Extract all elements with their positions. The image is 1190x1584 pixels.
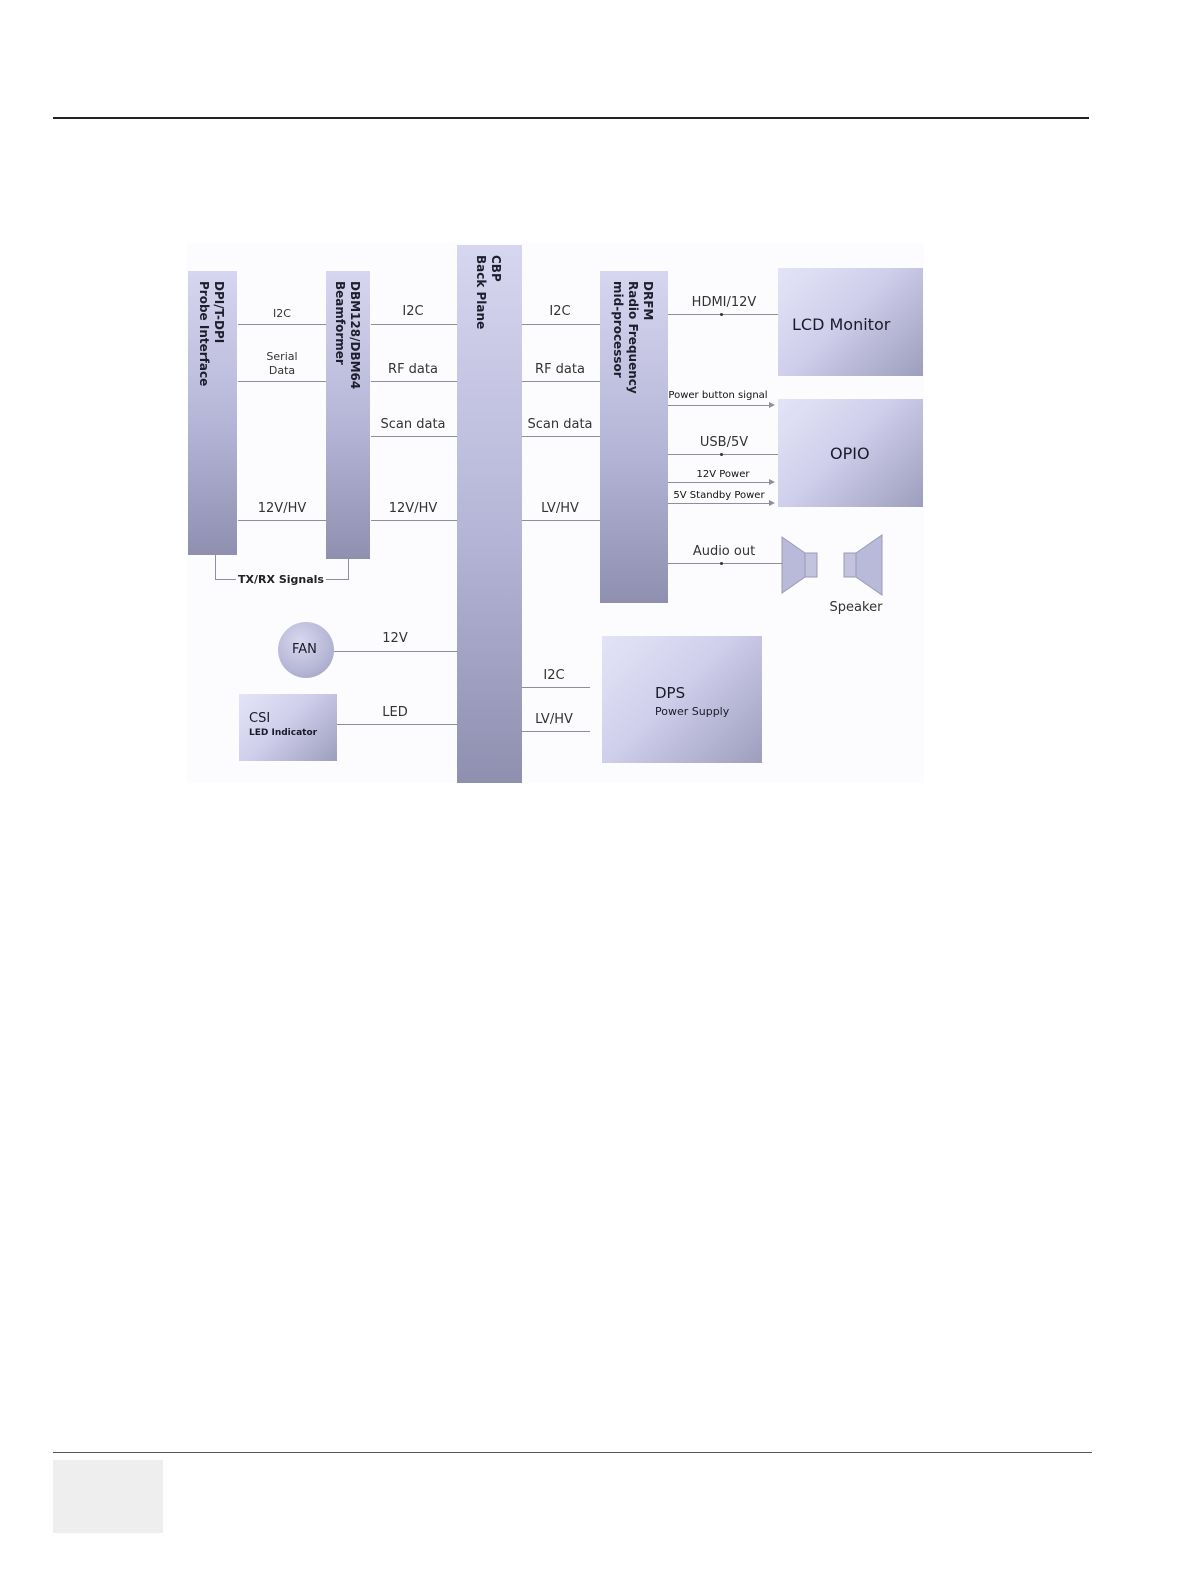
audio-line bbox=[668, 563, 782, 564]
opio-label: OPIO bbox=[830, 444, 870, 463]
hdmi-dot bbox=[720, 313, 723, 316]
led-line bbox=[337, 724, 457, 725]
footer-rule bbox=[53, 1452, 1092, 1453]
left-speaker-box bbox=[804, 552, 818, 578]
csi-sub-label: LED Indicator bbox=[249, 728, 318, 738]
hdmi-label: HDMI/12V bbox=[691, 295, 757, 310]
dbm-block-label: DBM128/DBM64 Beamformer bbox=[332, 281, 362, 389]
dbm-cbp-scan-line bbox=[371, 436, 457, 437]
dpi-dbm-serial-label-1: Serial bbox=[266, 350, 298, 363]
dbm-cbp-rf-label: RF data bbox=[388, 362, 438, 377]
drfm-block-label: DRFM Radio Frequency mid-processor bbox=[610, 281, 655, 394]
fan-power-label: 12V bbox=[382, 631, 408, 646]
footer-tab bbox=[53, 1460, 163, 1533]
usb-label: USB/5V bbox=[699, 435, 749, 450]
speaker-label: Speaker bbox=[829, 600, 883, 615]
power-button-arrow bbox=[769, 402, 775, 408]
speaker-icons bbox=[781, 534, 883, 596]
cbp-drfm-i2c-label: I2C bbox=[549, 304, 571, 319]
usb-line bbox=[668, 454, 778, 455]
fan-power-line bbox=[334, 651, 457, 652]
system-block-diagram: DPI/T-DPI Probe Interface DBM128/DBM64 B… bbox=[187, 243, 924, 783]
header-rule bbox=[53, 117, 1089, 119]
dpi-dbm-serial-label-2: Data bbox=[268, 364, 296, 377]
cbp-drfm-power-line bbox=[522, 520, 600, 521]
cbp-drfm-scan-line bbox=[522, 436, 600, 437]
dbm-name: DBM128/DBM64 bbox=[348, 281, 362, 390]
dpi-dbm-power-line bbox=[238, 520, 326, 521]
dps-label: DPS bbox=[655, 684, 686, 702]
drfm-sub-1: Radio Frequency bbox=[626, 281, 640, 394]
dps-power-supply-block: DPS Power Supply bbox=[602, 636, 762, 763]
dbm-cbp-i2c-line bbox=[371, 324, 457, 325]
cbp-back-plane-block: CBP Back Plane bbox=[457, 245, 522, 783]
cbp-drfm-scan-label: Scan data bbox=[527, 417, 593, 432]
usb-dot bbox=[720, 453, 723, 456]
dpi-sub: Probe Interface bbox=[197, 281, 211, 387]
dbm-beamformer-block: DBM128/DBM64 Beamformer bbox=[326, 271, 370, 559]
cbp-drfm-power-label: LV/HV bbox=[541, 501, 579, 516]
cbp-drfm-rf-label: RF data bbox=[535, 362, 585, 377]
audio-dot bbox=[720, 562, 723, 565]
power-12v-label: 12V Power bbox=[696, 469, 750, 480]
lcd-monitor-label: LCD Monitor bbox=[792, 315, 891, 334]
dbm-cbp-rf-line bbox=[371, 381, 457, 382]
dps-i2c-label: I2C bbox=[543, 668, 565, 683]
dpi-dbm-i2c-line bbox=[238, 324, 326, 325]
power-button-line bbox=[668, 405, 769, 406]
dpi-dbm-i2c-label: I2C bbox=[273, 307, 291, 320]
txrx-right-leg bbox=[348, 559, 349, 579]
standby-line bbox=[668, 503, 769, 504]
power-button-label: Power button signal bbox=[668, 390, 768, 401]
power-12v-line bbox=[668, 482, 769, 483]
dpi-dbm-power-label: 12V/HV bbox=[257, 501, 307, 516]
opio-block: OPIO bbox=[778, 399, 923, 507]
dbm-cbp-i2c-label: I2C bbox=[402, 304, 424, 319]
fan-circle: FAN bbox=[278, 622, 334, 678]
audio-label: Audio out bbox=[692, 544, 756, 559]
txrx-label: TX/RX Signals bbox=[236, 573, 326, 586]
power-12v-arrow bbox=[769, 479, 775, 485]
dbm-cbp-power-line bbox=[371, 520, 457, 521]
hdmi-line bbox=[668, 314, 778, 315]
csi-led-indicator-block: CSI LED Indicator bbox=[239, 694, 337, 761]
drfm-name: DRFM bbox=[641, 281, 655, 321]
right-speaker-box bbox=[843, 552, 857, 578]
left-speaker-cone bbox=[781, 536, 806, 594]
dpi-probe-interface-block: DPI/T-DPI Probe Interface bbox=[188, 271, 237, 555]
cbp-block-label: CBP Back Plane bbox=[473, 255, 503, 329]
dps-power-line bbox=[522, 731, 590, 732]
dbm-cbp-scan-label: Scan data bbox=[380, 417, 446, 432]
lcd-monitor-block: LCD Monitor bbox=[778, 268, 923, 376]
dps-i2c-line bbox=[522, 687, 590, 688]
drfm-block: DRFM Radio Frequency mid-processor bbox=[600, 271, 668, 603]
fan-label: FAN bbox=[292, 642, 317, 657]
cbp-drfm-rf-line bbox=[522, 381, 600, 382]
right-speaker-cone bbox=[855, 534, 883, 596]
dpi-name: DPI/T-DPI bbox=[212, 281, 226, 344]
standby-label: 5V Standby Power bbox=[673, 490, 765, 501]
txrx-left-leg bbox=[215, 555, 216, 579]
cbp-drfm-i2c-line bbox=[522, 324, 600, 325]
dpi-dbm-serial-line bbox=[238, 381, 326, 382]
csi-label: CSI bbox=[249, 711, 271, 726]
standby-arrow bbox=[769, 500, 775, 506]
cbp-sub: Back Plane bbox=[474, 255, 488, 330]
cbp-name: CBP bbox=[489, 255, 503, 282]
dps-power-label: LV/HV bbox=[535, 712, 573, 727]
drfm-sub-2: mid-processor bbox=[611, 281, 625, 378]
dps-sub-label: Power Supply bbox=[655, 705, 730, 718]
dbm-cbp-power-label: 12V/HV bbox=[388, 501, 438, 516]
led-label: LED bbox=[382, 705, 408, 720]
dbm-sub: Beamformer bbox=[333, 281, 347, 365]
dpi-block-label: DPI/T-DPI Probe Interface bbox=[196, 281, 226, 386]
